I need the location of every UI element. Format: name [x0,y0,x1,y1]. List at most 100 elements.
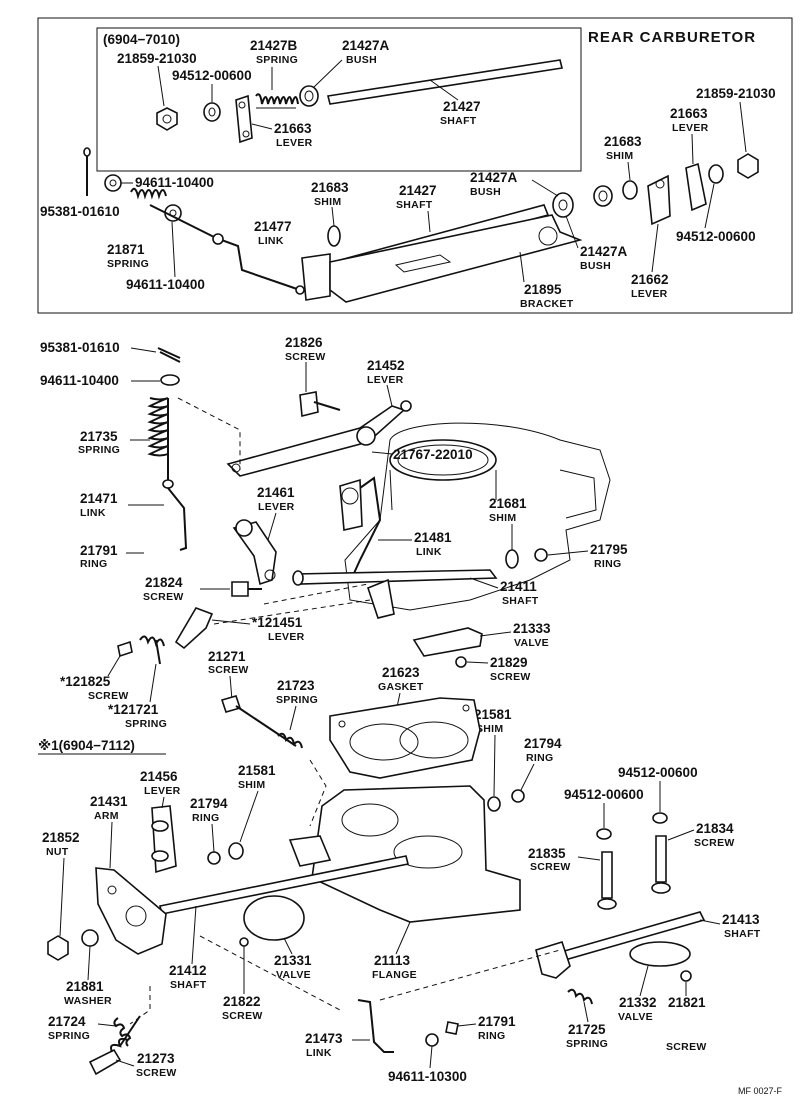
label-21724-name: SPRING [48,1030,90,1042]
label-21477: 21477 [254,219,292,234]
label-21427b-name: SPRING [256,54,298,66]
label-21829-name: SCREW [490,671,531,683]
label-21427a-lower-name: BUSH [580,260,611,272]
label-21623: 21623 [382,665,420,680]
label-21895-name: BRACKET [520,298,574,310]
label-94512-00600-lower: 94512-00600 [564,787,644,802]
label-21663-right: 21663 [670,106,708,121]
label-21683-right: 21683 [604,134,642,149]
label-21725: 21725 [568,1022,606,1037]
label-21481: 21481 [414,530,452,545]
label-21271: 21271 [208,649,246,664]
label-21427-shaft-name: SHAFT [396,199,433,211]
label-21735: 21735 [80,429,118,444]
label-21835: 21835 [528,846,566,861]
label-21834-name: SCREW [694,837,735,849]
label-21767-22010: 21767-22010 [393,447,473,462]
label-21113-name: FLANGE [372,969,417,981]
label-21663-right-name: LEVER [672,122,709,134]
venturi-top [389,439,497,481]
label-94512-00600: 94512-00600 [172,68,252,83]
label-21825: *121825 [60,674,111,689]
label-21461-name: LEVER [258,501,295,513]
label-21835-name: SCREW [530,861,571,873]
rear-carburetor-section: REAR CARBURETOR (6904−7010) 21859-21030 … [37,17,793,314]
label-21332: 21332 [619,995,657,1010]
label-21881: 21881 [66,979,104,994]
label-21859-21030: 21859-21030 [117,51,197,66]
label-21452: 21452 [367,358,405,373]
label-21271-name: SCREW [208,664,249,676]
label-21477-name: LINK [258,235,284,247]
label-21413-name: SHAFT [724,928,761,940]
label-21452-name: LEVER [367,374,404,386]
arm-shape [95,867,167,955]
label-21791-lower-name: RING [478,1030,505,1042]
label-21427a-top-name: BUSH [346,54,377,66]
label-21834: 21834 [696,821,734,836]
label-21411: 21411 [500,579,537,594]
label-21481-name: LINK [416,546,442,558]
label-21824: 21824 [145,575,183,590]
label-21723-name: SPRING [276,694,318,706]
label-21451: *121451 [252,615,303,630]
label-21794-lower: 21794 [190,796,228,811]
label-21795-name: RING [594,558,621,570]
label-21724: 21724 [48,1014,86,1029]
label-21683-left: 21683 [311,180,349,195]
flange-shape [311,785,521,923]
spring-shape [255,93,299,105]
label-21471: 21471 [80,491,118,506]
applicability-note: ※1(6904−7112) [38,738,135,753]
label-21663-inset-name: LEVER [276,137,313,149]
label-21681: 21681 [489,496,527,511]
label-21473: 21473 [305,1031,343,1046]
label-21683-left-name: SHIM [314,196,341,208]
label-21791-lower: 21791 [478,1014,516,1029]
washer-shape [203,102,221,122]
label-21821: 21821 [668,995,706,1010]
label-21681-name: SHIM [489,512,516,524]
label-21581-upper-name: SHIM [476,723,503,735]
label-21427a-upper: 21427A [470,170,518,185]
label-21412-name: SHAFT [170,979,207,991]
label-21427a-top: 21427A [342,38,390,53]
rear-linkage-parts [83,147,759,303]
carburetor-body-outline [344,422,611,611]
label-21431-name: ARM [94,810,119,822]
shaft-shape [327,59,563,105]
label-21662: 21662 [631,272,669,287]
bush-shape [299,85,319,107]
label-21791: 21791 [80,543,118,558]
label-21662-name: LEVER [631,288,668,300]
label-21821-name: SCREW [666,1041,707,1053]
label-94611-10300: 94611-10300 [388,1069,467,1084]
label-21333: 21333 [513,621,551,636]
label-21663-inset: 21663 [274,121,312,136]
label-21852: 21852 [42,830,80,845]
nut-shape [156,107,178,131]
throttle-body-assembly [47,695,706,1076]
label-21113: 21113 [374,953,411,968]
label-21427-shaft-top: 21427 [443,99,481,114]
front-carburetor-linkage [117,347,611,668]
inset-frame [96,27,582,172]
label-21795: 21795 [590,542,628,557]
label-21829: 21829 [490,655,528,670]
label-21473-name: LINK [306,1047,332,1059]
gasket-shape [329,697,481,779]
label-21273: 21273 [137,1051,175,1066]
label-21412: 21412 [169,963,207,978]
label-21826: 21826 [285,335,323,350]
label-21852-name: NUT [46,846,69,858]
label-21471-name: LINK [80,507,106,519]
label-21725-name: SPRING [566,1038,608,1050]
label-94611-10400-bottom: 94611-10400 [126,277,205,292]
label-21735-name: SPRING [78,444,120,456]
label-21623-name: GASKET [378,681,424,693]
label-21456-name: LEVER [144,785,181,797]
label-21411-name: SHAFT [502,595,539,607]
section-title: REAR CARBURETOR [588,29,756,46]
label-21331-name: VALVE [276,969,311,981]
